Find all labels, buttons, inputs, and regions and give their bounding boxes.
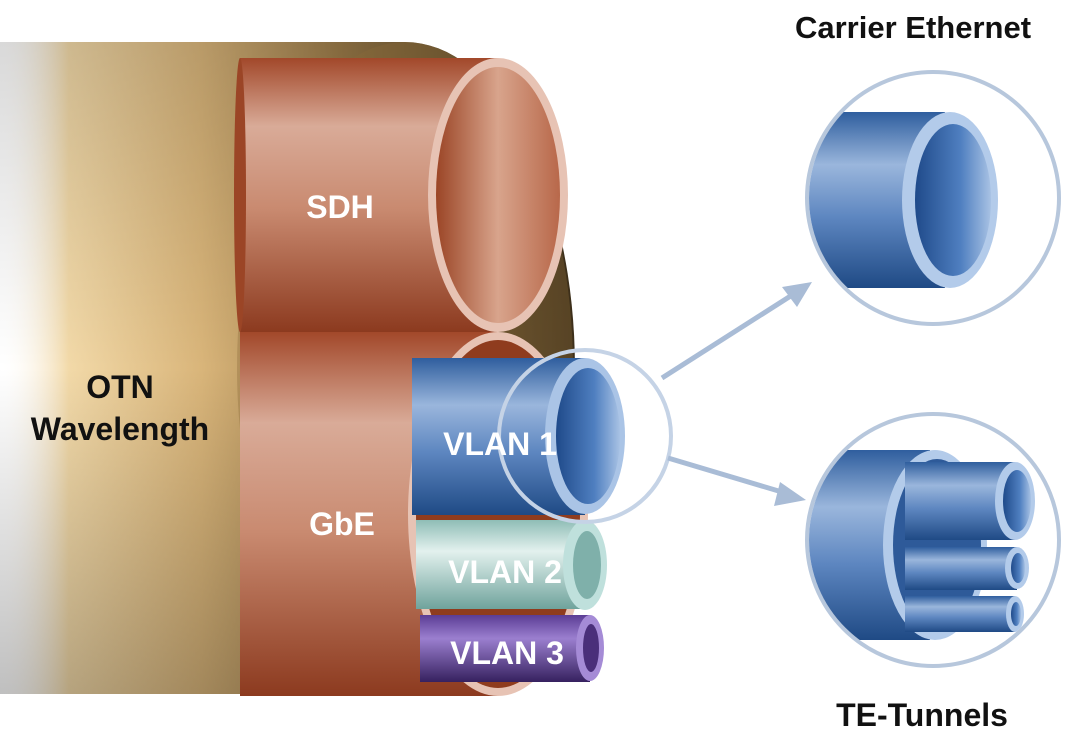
carrier-ethernet-label: Carrier Ethernet	[795, 10, 1031, 45]
otn-label-line1: OTN	[86, 369, 154, 405]
vlan2-label: VLAN 2	[448, 554, 562, 590]
sdh-tube	[234, 58, 568, 332]
te-tunnels-label: TE-Tunnels	[836, 697, 1008, 731]
vlan3-label: VLAN 3	[450, 635, 564, 671]
vlan3-tube	[420, 615, 604, 682]
arrow-to-carrier-ethernet	[660, 282, 812, 381]
otn-label-line2: Wavelength	[31, 411, 209, 447]
arrow-to-te-tunnels	[667, 455, 806, 506]
carrier-ethernet-zoom	[805, 70, 1061, 326]
sdh-label: SDH	[306, 189, 374, 225]
zoom-focus-circle	[497, 348, 673, 524]
te-tunnels-zoom	[805, 412, 1061, 668]
gbe-label: GbE	[309, 506, 375, 542]
vlan1-label: VLAN 1	[443, 426, 557, 462]
vlan2-tube	[416, 520, 607, 610]
